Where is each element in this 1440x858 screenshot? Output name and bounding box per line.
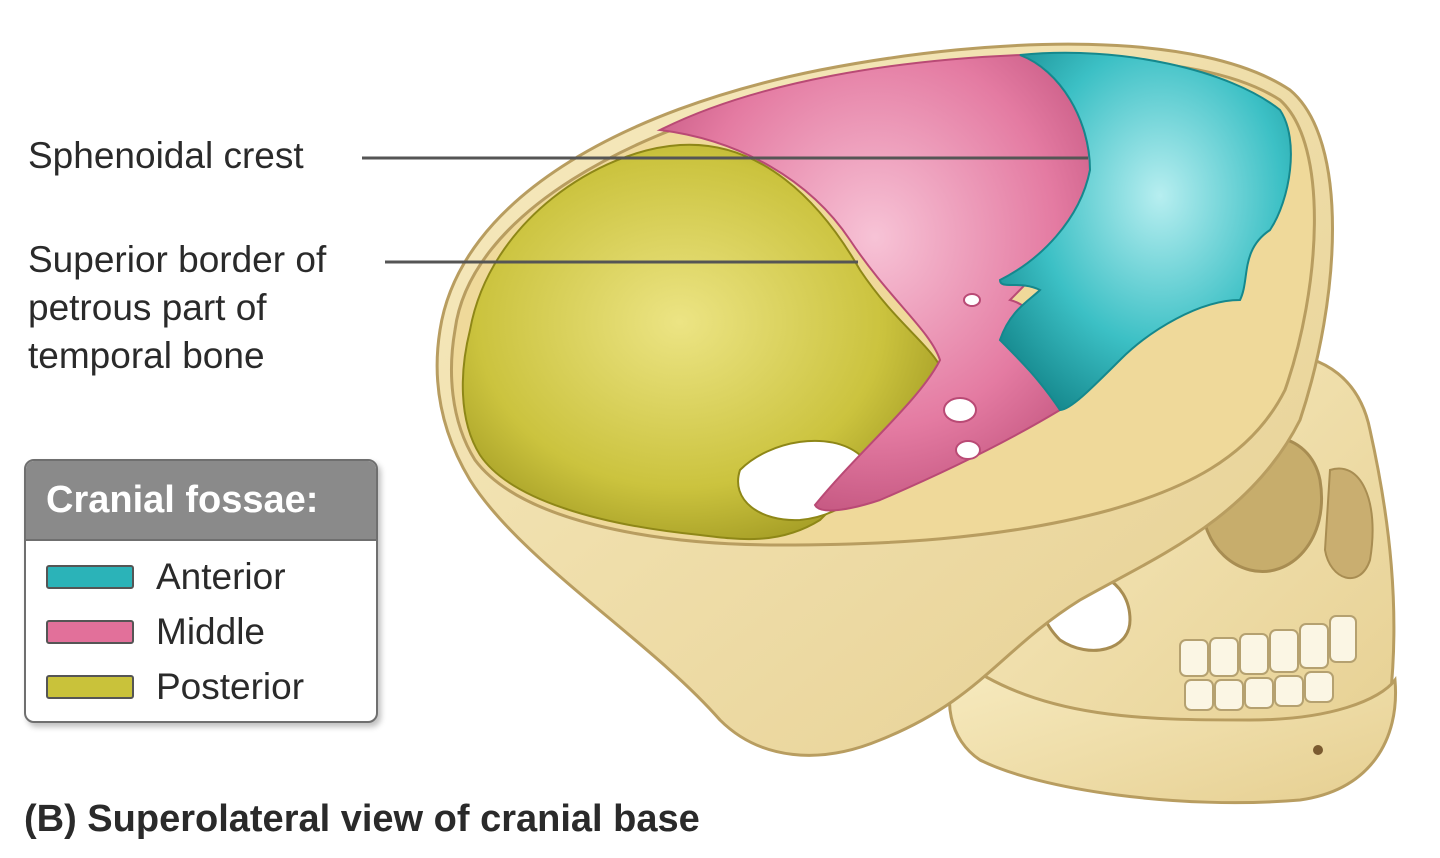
figure-caption: (B) Superolateral view of cranial base <box>24 798 700 840</box>
legend-label-posterior: Posterior <box>156 666 305 707</box>
legend-item-anterior: Anterior <box>46 556 286 597</box>
mandible <box>948 657 1398 805</box>
legend-title: Cranial fossae: <box>26 461 376 541</box>
teeth <box>1179 615 1357 711</box>
legend-label-anterior: Anterior <box>156 556 286 597</box>
middle-swatch <box>46 620 134 644</box>
legend-item-middle: Middle <box>46 611 265 652</box>
legend-box: Cranial fossae: Anterior Middle Posterio… <box>24 459 378 723</box>
nasal-cavity <box>1323 467 1374 580</box>
legend-item-posterior: Posterior <box>46 666 305 707</box>
anterior-fossa <box>998 51 1292 412</box>
petrous-border-label: Superior border of petrous part of tempo… <box>28 236 326 380</box>
petrous-label-line1: Superior border of <box>28 239 327 280</box>
legend-label-middle: Middle <box>156 611 265 652</box>
sphenoidal-crest-label: Sphenoidal crest <box>28 135 304 176</box>
petrous-label-line3: temporal bone <box>28 335 265 376</box>
posterior-swatch <box>46 675 134 699</box>
anterior-swatch <box>46 565 134 589</box>
petrous-label-line2: petrous part of <box>28 287 267 328</box>
